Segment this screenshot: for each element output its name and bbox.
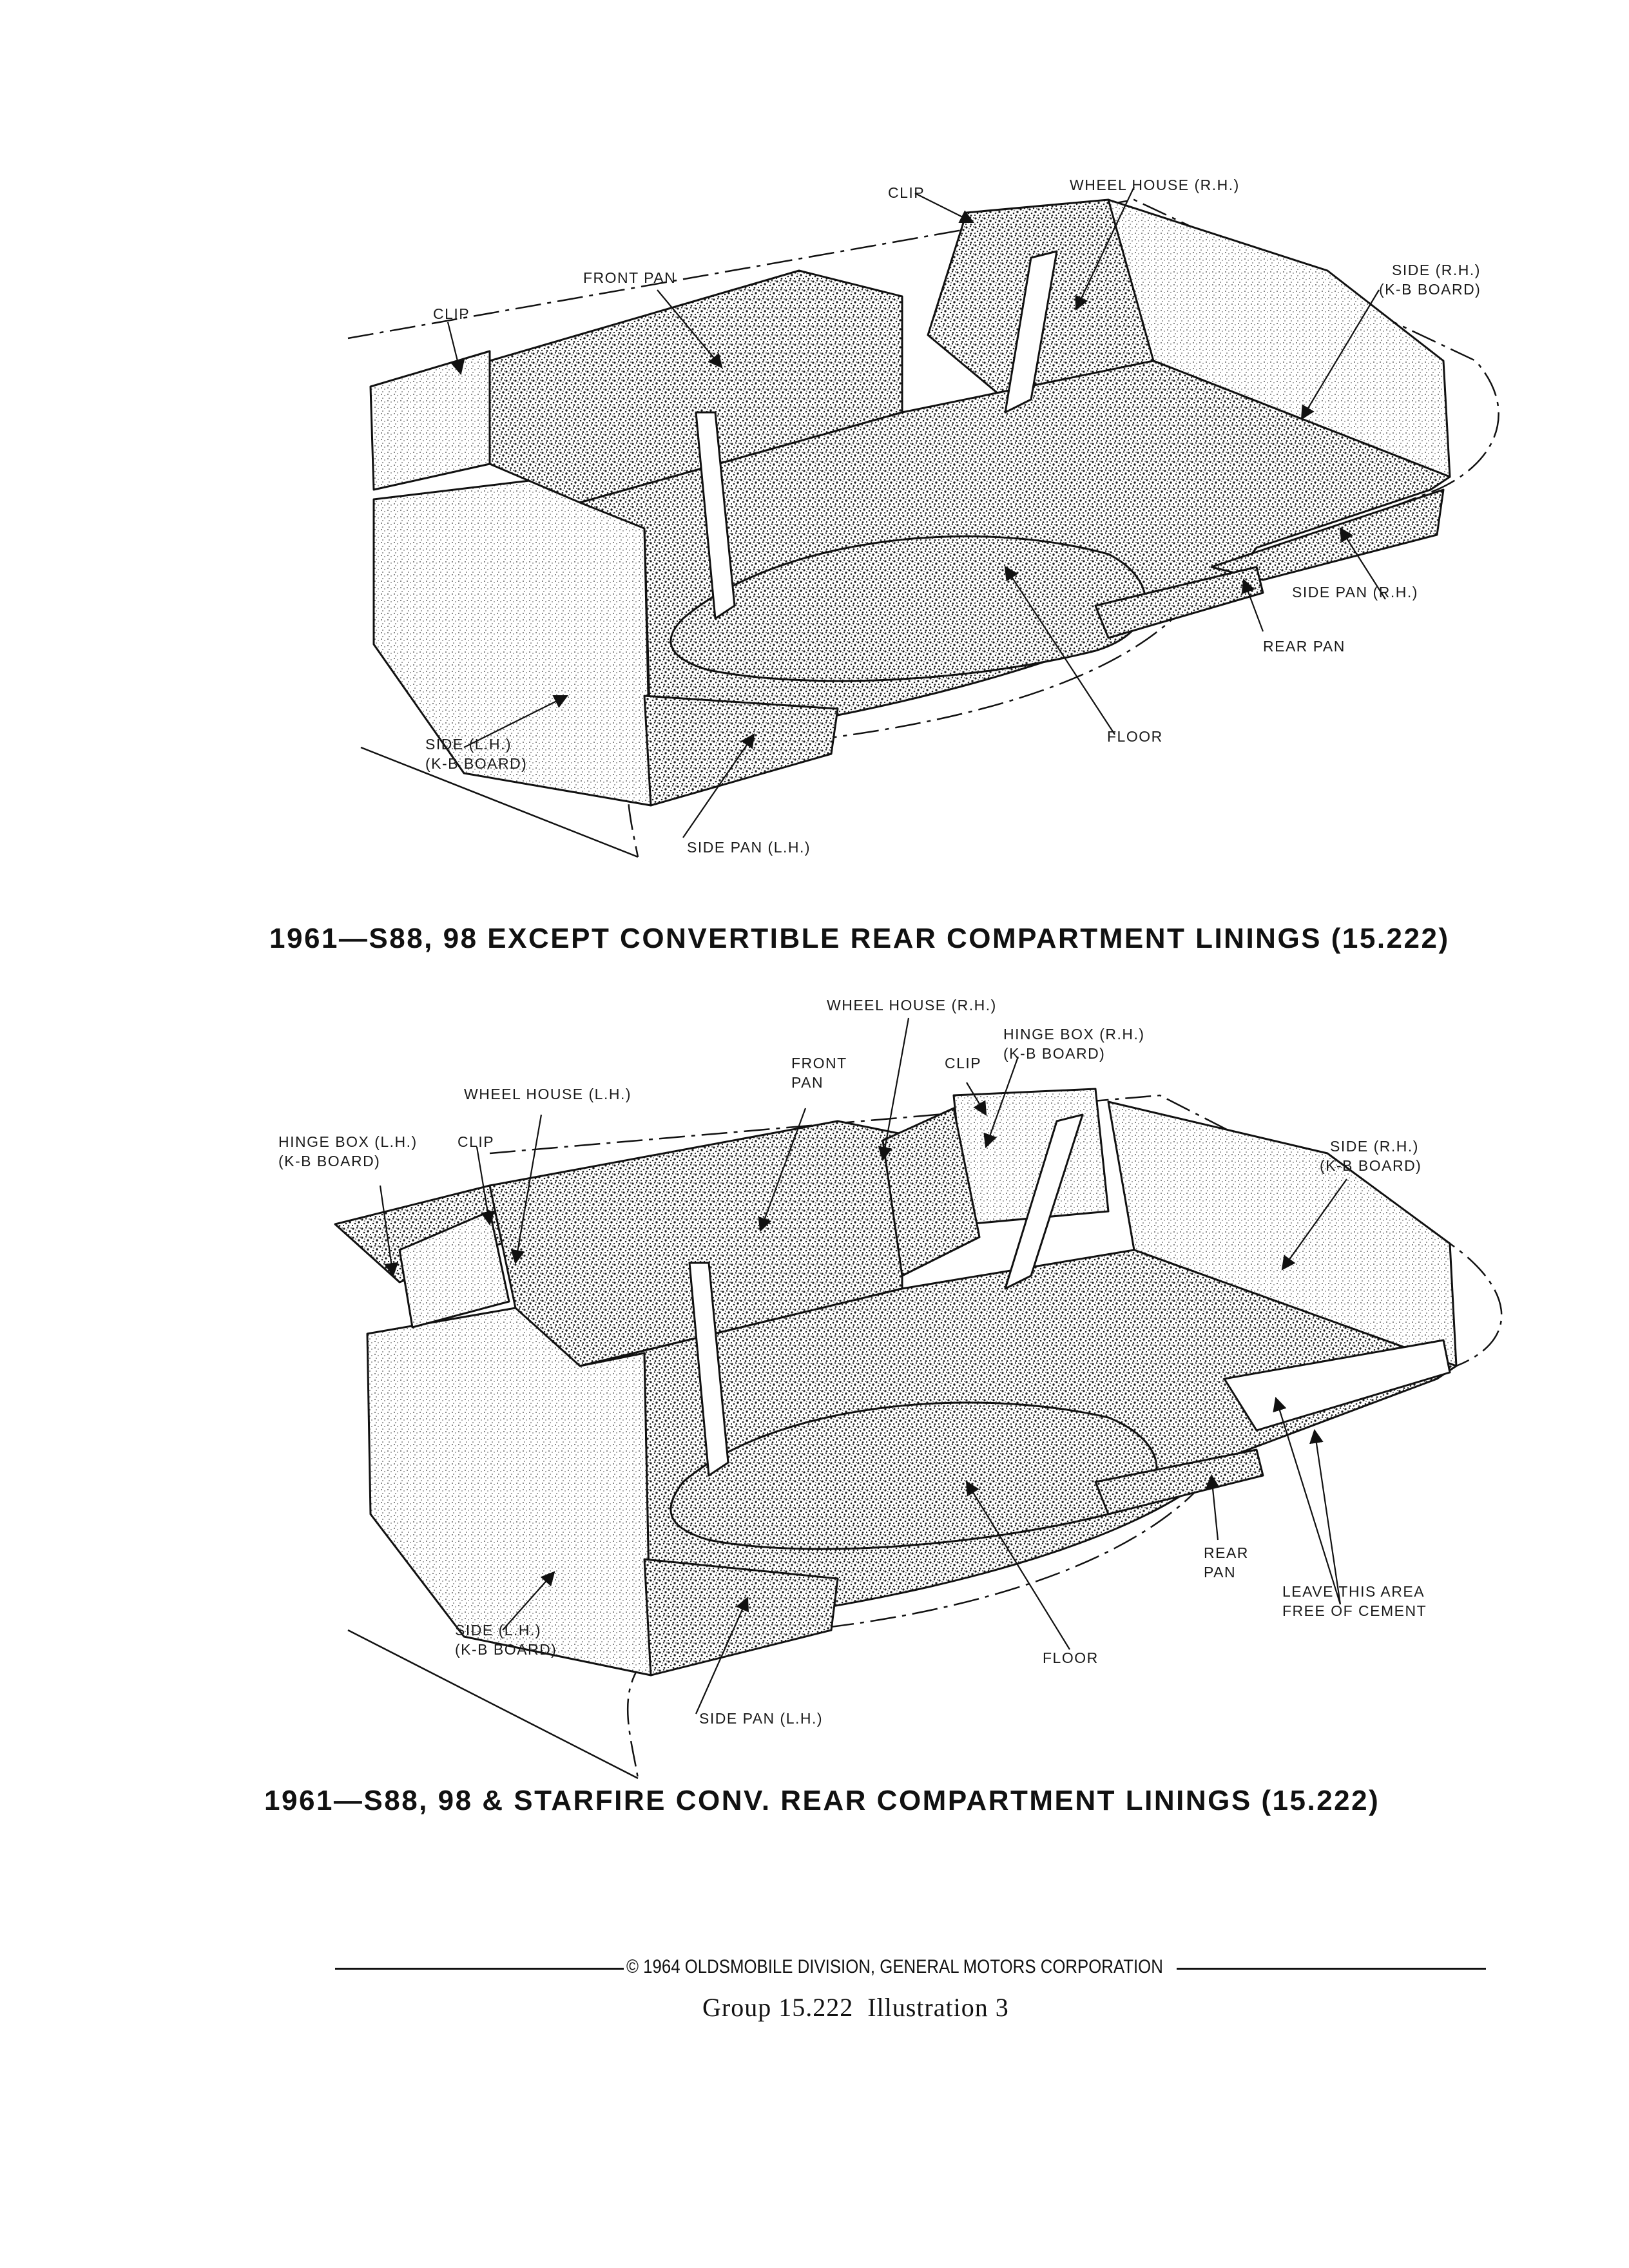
bottom-label-clip-left: CLIP bbox=[458, 1133, 495, 1150]
bottom-leader-hinge-box-rh bbox=[983, 1056, 1019, 1149]
bottom-compartment-diagram bbox=[334, 1088, 1503, 1780]
bottom-label-rear-pan: REAR PAN bbox=[1204, 1543, 1249, 1582]
bottom-label-side-rh: SIDE (R.H.) (K-B BOARD) bbox=[1320, 1137, 1422, 1175]
top-label-side-rh-line2: (K-B BOARD) bbox=[1379, 281, 1481, 298]
top-caption: 1961—S88, 98 EXCEPT CONVERTIBLE REAR COM… bbox=[269, 923, 1450, 954]
top-label-clip-left: CLIP bbox=[433, 305, 470, 322]
top-rear-pan bbox=[1094, 566, 1264, 639]
top-leader-clip-left bbox=[447, 322, 465, 376]
footer-rule-right bbox=[1177, 1968, 1486, 1970]
top-leader-rear-pan bbox=[1241, 578, 1264, 632]
top-leader-side-pan-rh bbox=[1339, 527, 1386, 600]
bottom-label-hinge-box-lh-line1: HINGE BOX (L.H.) bbox=[278, 1133, 418, 1150]
bottom-leader-side-lh bbox=[502, 1571, 555, 1631]
bottom-label-hinge-box-lh: HINGE BOX (L.H.) (K-B BOARD) bbox=[278, 1132, 418, 1171]
top-leaders bbox=[447, 186, 1386, 838]
bottom-caption: 1961—S88, 98 & STARFIRE CONV. REAR COMPA… bbox=[264, 1785, 1380, 1816]
bottom-leader-front-pan bbox=[758, 1108, 807, 1233]
bottom-label-side-lh-line2: (K-B BOARD) bbox=[455, 1641, 557, 1658]
bottom-label-hinge-box-lh-line2: (K-B BOARD) bbox=[278, 1153, 381, 1169]
top-leader-front-pan bbox=[657, 289, 723, 369]
top-leader-floor bbox=[1004, 566, 1115, 735]
top-body-lower-line bbox=[360, 746, 639, 858]
bottom-rear-pan bbox=[1094, 1448, 1264, 1515]
bottom-leader-side-pan-lh bbox=[695, 1596, 749, 1715]
bottom-leader-wheel-house-lh bbox=[510, 1114, 543, 1265]
top-leader-side-pan-lh bbox=[682, 733, 755, 838]
top-label-side-rh: SIDE (R.H.) (K-B BOARD) bbox=[1379, 260, 1481, 299]
bottom-body-outline bbox=[489, 1094, 1503, 1779]
top-leader-side-lh bbox=[463, 695, 568, 748]
copyright-notice: © 1964 OLDSMOBILE DIVISION, GENERAL MOTO… bbox=[626, 1956, 1163, 1977]
top-rear-upright-lh bbox=[369, 350, 491, 491]
bottom-wheel-house-rh bbox=[882, 1107, 981, 1277]
top-hinge-strip-rh bbox=[1004, 250, 1058, 414]
bottom-label-wheel-house-rh: WHEEL HOUSE (R.H.) bbox=[827, 997, 997, 1014]
top-label-wheel-house-rh: WHEEL HOUSE (R.H.) bbox=[1070, 177, 1240, 193]
top-side-rh-board bbox=[1107, 198, 1451, 478]
bottom-hinge-strip-rh bbox=[1004, 1113, 1084, 1290]
bottom-leader-floor bbox=[965, 1481, 1070, 1650]
group-illustration-line: Group 15.222 Illustration 3 bbox=[702, 1993, 1009, 2022]
top-label-rear-pan: REAR PAN bbox=[1263, 638, 1345, 655]
top-floor-well bbox=[670, 535, 1147, 682]
bottom-label-wheel-house-lh: WHEEL HOUSE (L.H.) bbox=[464, 1086, 632, 1102]
bottom-label-front-pan-line2: PAN bbox=[791, 1074, 824, 1091]
bottom-label-hinge-box-rh-line2: (K-B BOARD) bbox=[1003, 1045, 1106, 1062]
top-compartment-diagram bbox=[347, 198, 1499, 858]
top-label-side-pan-rh: SIDE PAN (R.H.) bbox=[1292, 584, 1418, 601]
bottom-label-side-rh-line1: SIDE (R.H.) bbox=[1330, 1138, 1419, 1155]
bottom-label-rear-pan-line2: PAN bbox=[1204, 1564, 1237, 1581]
bottom-side-rh-board bbox=[1107, 1100, 1458, 1367]
bottom-label-front-pan-line1: FRONT bbox=[791, 1055, 847, 1072]
bottom-rear-upright-lh bbox=[398, 1210, 510, 1329]
bottom-label-front-pan: FRONT PAN bbox=[791, 1053, 847, 1092]
bottom-label-clip-right: CLIP bbox=[945, 1055, 982, 1072]
top-leader-side-rh bbox=[1300, 289, 1380, 420]
bottom-leader-leave-area-b bbox=[1309, 1428, 1342, 1605]
bottom-leader-wheel-house-rh bbox=[878, 1017, 910, 1162]
bottom-leader-clip-right bbox=[966, 1082, 987, 1116]
bottom-label-side-lh: SIDE (L.H.) (K-B BOARD) bbox=[455, 1620, 557, 1659]
top-label-side-rh-line1: SIDE (R.H.) bbox=[1392, 262, 1481, 278]
top-label-clip-top: CLIP bbox=[888, 184, 925, 201]
bottom-label-leave-area-line2: FREE OF CEMENT bbox=[1282, 1602, 1427, 1619]
top-label-side-lh: SIDE (L.H.) (K-B BOARD) bbox=[425, 735, 527, 773]
bottom-label-leave-area: LEAVE THIS AREA FREE OF CEMENT bbox=[1282, 1582, 1427, 1620]
bottom-hinge-strip-lh bbox=[688, 1262, 729, 1477]
top-label-side-lh-line2: (K-B BOARD) bbox=[425, 755, 528, 772]
bottom-label-floor: FLOOR bbox=[1043, 1649, 1099, 1666]
top-side-pan-lh bbox=[643, 695, 839, 807]
top-label-side-lh-line1: SIDE (L.H.) bbox=[425, 736, 512, 753]
bottom-label-hinge-box-rh: HINGE BOX (R.H.) (K-B BOARD) bbox=[1003, 1024, 1145, 1063]
bottom-label-side-lh-line1: SIDE (L.H.) bbox=[455, 1622, 542, 1639]
top-label-side-pan-lh: SIDE PAN (L.H.) bbox=[687, 839, 811, 856]
top-label-floor: FLOOR bbox=[1107, 728, 1163, 745]
bottom-leader-side-rh bbox=[1281, 1178, 1347, 1271]
bottom-label-side-rh-line2: (K-B BOARD) bbox=[1320, 1157, 1422, 1174]
bottom-label-leave-area-line1: LEAVE THIS AREA bbox=[1282, 1583, 1425, 1600]
bottom-label-rear-pan-line1: REAR bbox=[1204, 1544, 1249, 1561]
footer-rule-left bbox=[335, 1968, 624, 1970]
bottom-leader-clip-left bbox=[476, 1146, 495, 1226]
bottom-label-side-pan-lh: SIDE PAN (L.H.) bbox=[699, 1710, 824, 1727]
top-leader-wheel-house-rh bbox=[1075, 186, 1135, 311]
top-hinge-strip-lh bbox=[695, 411, 736, 620]
bottom-leader-hinge-box-lh bbox=[379, 1185, 399, 1278]
bottom-side-pan-lh bbox=[643, 1558, 839, 1677]
bottom-leader-leave-area-a bbox=[1273, 1396, 1342, 1605]
top-label-front-pan: FRONT PAN bbox=[583, 269, 677, 286]
bottom-body-lower-line bbox=[347, 1629, 639, 1780]
top-leader-clip-top bbox=[914, 193, 974, 223]
bottom-label-hinge-box-rh-line1: HINGE BOX (R.H.) bbox=[1003, 1026, 1145, 1043]
bottom-leaders bbox=[379, 1017, 1347, 1715]
bottom-leader-rear-pan bbox=[1206, 1474, 1220, 1541]
